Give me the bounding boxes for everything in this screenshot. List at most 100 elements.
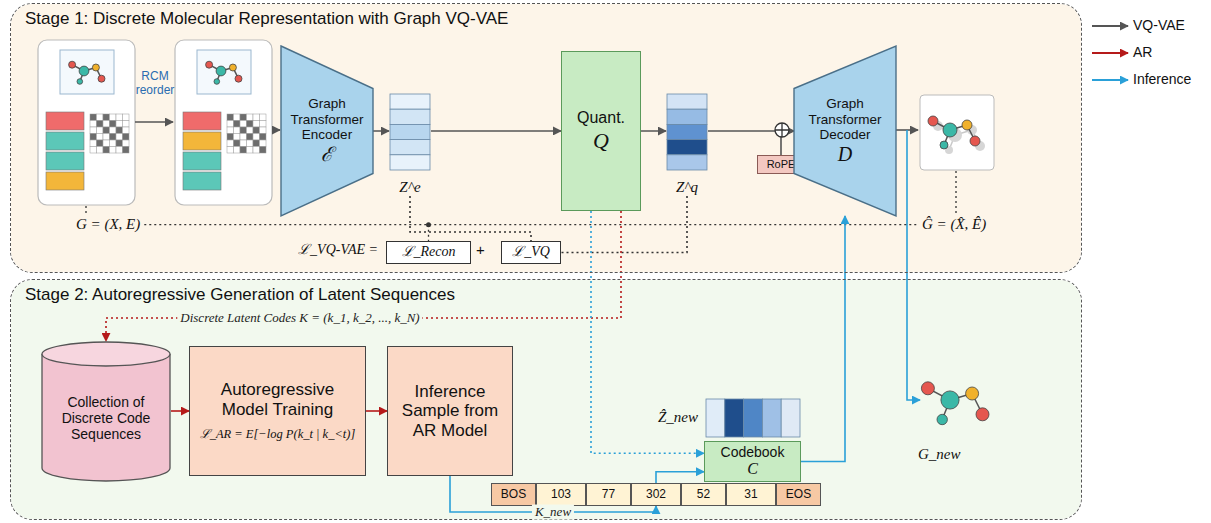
adjacency-cell [260,121,267,128]
math-label: Ĝ = (X̂, Ê) [922,216,986,233]
node-subtext: Q [593,128,609,153]
atom [962,120,972,130]
atom [937,414,947,424]
trapezoid-shape [281,46,373,216]
latent-stack: Z^q [666,93,708,196]
adjacency-cell [253,147,260,154]
adjacency-cell [253,121,260,128]
node-label: 77 [602,488,615,502]
inference-arrow [907,130,920,400]
node-label: RoPE [767,158,796,171]
atom [941,391,959,409]
codebook-box: CodebookC [704,441,801,482]
node-label: 103 [551,488,571,502]
math-label: G = (X, E) [76,216,140,233]
legend-line-sample [1092,79,1128,81]
sum-symbol [775,123,789,137]
adjacency-cell [97,134,104,141]
adjacency-cell [234,114,241,121]
adjacency-cell [90,147,97,154]
molecule-thumbnail [197,50,251,94]
loss-box: ℒ_Recon [386,241,471,264]
node-label: 302 [646,488,666,502]
edge-label: K_new [532,505,574,520]
adjacency-cell [110,127,117,134]
adjacency-cell [97,147,104,154]
stage-panel: Stage 1: Discrete Molecular Representati… [10,3,1082,273]
encoder-block: Graph Transformer Encoderℰ [281,46,373,216]
edge-label: Discrete Latent Codes K = (k_1, k_2, ...… [177,311,422,326]
node-label: Collection of Discrete Code Sequences [49,394,163,442]
node-label: Inference Sample from AR Model [394,382,506,441]
math-label: ℒ_VQ-VAE = [262,242,378,258]
adjacency-cell [90,121,97,128]
atom [235,75,242,82]
junction-dot [426,222,431,227]
adjacency-cell [253,127,260,134]
atom [970,136,980,146]
connector [171,410,189,412]
token-cell: 103 [536,483,586,506]
adjacency-cell [110,114,117,121]
adjacency-cell [123,140,130,147]
trapezoid-shape [794,46,896,216]
adjacency-cell [227,140,234,147]
adjacency-cell [227,114,234,121]
node-subtext: ℰ [321,143,333,166]
node-label: 52 [697,488,710,502]
adjacency-cell [123,134,130,141]
adjacency-cell [234,140,241,147]
molecule-graph [69,61,105,84]
adjacency-cell [123,127,130,134]
atom [976,408,989,421]
connector [656,472,704,483]
connector [373,130,389,132]
adjacency-cell [103,147,110,154]
node-label: Codebook [721,444,785,460]
adjacency-cell [116,114,123,121]
panel-ground [11,280,1081,519]
legend-label: VQ-VAE [1133,17,1185,33]
adjacency-cell [90,140,97,147]
node-feature-row [183,132,221,150]
adjacency-cell [240,147,247,154]
latent-cell [667,155,707,170]
latent-cell [667,109,707,124]
token-cell: 31 [726,483,776,506]
node-subtext: C [747,460,758,478]
process-box: Inference Sample from AR Model [387,346,513,476]
node-label: Z^e [399,179,420,196]
adjacency-cell [110,134,117,141]
adjacency-cell [234,147,241,154]
latent-cell [390,94,430,109]
latent-cell [390,155,430,170]
adjacency-cell [240,114,247,121]
node-subtext: ℒ_AR = E[−log P(k_t | k_<t)] [200,427,356,441]
adjacency-cell [116,140,123,147]
adjacency-cell [240,134,247,141]
connector [641,130,666,132]
atom [921,382,934,395]
dotted-line [955,171,956,213]
adjacency-cell [110,140,117,147]
node-feature-row [46,132,84,150]
node-label: Autoregressive Model Training [196,380,359,419]
node-label: Quant. [577,109,625,127]
connector [106,211,621,341]
output-frame [920,95,994,170]
node-label: Stage 2: Autoregressive Generation of La… [11,280,455,305]
adjacency-cell [253,134,260,141]
loss-box: ℒ_VQ [501,241,561,264]
adjacency-cell [90,134,97,141]
adjacency-cell [90,114,97,121]
adjacency-cell [116,147,123,154]
cylinder-top [42,342,170,366]
cylinder-body [42,354,170,481]
node-label: Z^q [676,179,698,196]
adjacency-cell [260,114,267,121]
adjacency-cell [260,134,267,141]
dotted-line [144,224,918,225]
connector [801,216,845,462]
